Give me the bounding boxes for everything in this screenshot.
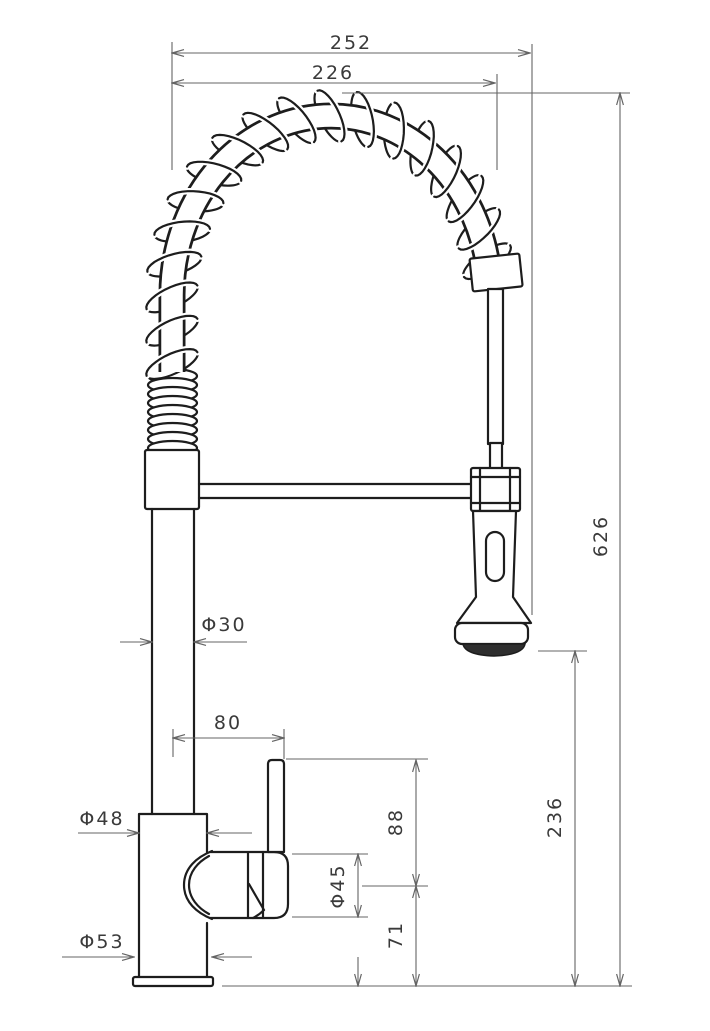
spray-head	[453, 509, 533, 657]
dim-80-label: 80	[214, 712, 242, 734]
base-plate	[131, 975, 215, 988]
dim-252-label: 252	[330, 32, 372, 54]
dim-71: 71	[385, 886, 416, 986]
dim-236-label: 236	[544, 796, 566, 838]
handle-hub	[261, 850, 290, 920]
support-arm	[197, 482, 473, 500]
spray-head-nut	[469, 466, 522, 513]
dim-phi48: Φ48	[78, 808, 252, 833]
dim-71-label: 71	[385, 921, 407, 949]
faucet-outline	[131, 86, 533, 988]
valve-bulge-outer	[182, 849, 214, 921]
dim-phi53-label: Φ53	[79, 931, 124, 953]
dim-phi45: Φ45	[327, 854, 358, 986]
dim-252: 252	[172, 32, 530, 54]
hose-connector	[488, 441, 504, 471]
dim-626: 626	[590, 93, 620, 986]
handle-lever	[266, 758, 286, 854]
dim-226: 226	[172, 62, 495, 84]
dim-236: 236	[544, 651, 575, 986]
dim-626-label: 626	[590, 515, 612, 557]
dim-phi53: Φ53	[62, 931, 252, 957]
dim-phi30: Φ30	[120, 614, 247, 642]
pull-down-hose	[486, 287, 505, 446]
aerator-face	[462, 643, 526, 657]
valve-bulge-inner	[187, 854, 211, 916]
dim-phi48-label: Φ48	[79, 808, 124, 830]
ext-lines-80	[172, 729, 285, 759]
riser-tube	[150, 507, 196, 816]
spring-coil-back	[145, 89, 512, 381]
dim-phi30-label: Φ30	[201, 614, 246, 636]
spring-tight-coil	[146, 367, 199, 457]
dim-226-label: 226	[312, 62, 354, 84]
spring-coil-front	[142, 86, 515, 380]
ext-lines-45	[292, 853, 428, 918]
dim-88-label: 88	[385, 808, 407, 836]
dimension-annotations: 252 226 626 Φ30 80 Φ48	[62, 32, 632, 986]
spray-head-button	[484, 530, 506, 583]
dim-80: 80	[173, 712, 284, 738]
dim-88: 88	[385, 760, 416, 886]
spout-tube-fill	[161, 105, 502, 372]
spring-collar	[143, 448, 201, 511]
hose-collar	[468, 252, 524, 293]
dim-phi45-label: Φ45	[327, 863, 349, 908]
spray-head-cap	[453, 621, 530, 646]
faucet-body	[131, 758, 290, 988]
